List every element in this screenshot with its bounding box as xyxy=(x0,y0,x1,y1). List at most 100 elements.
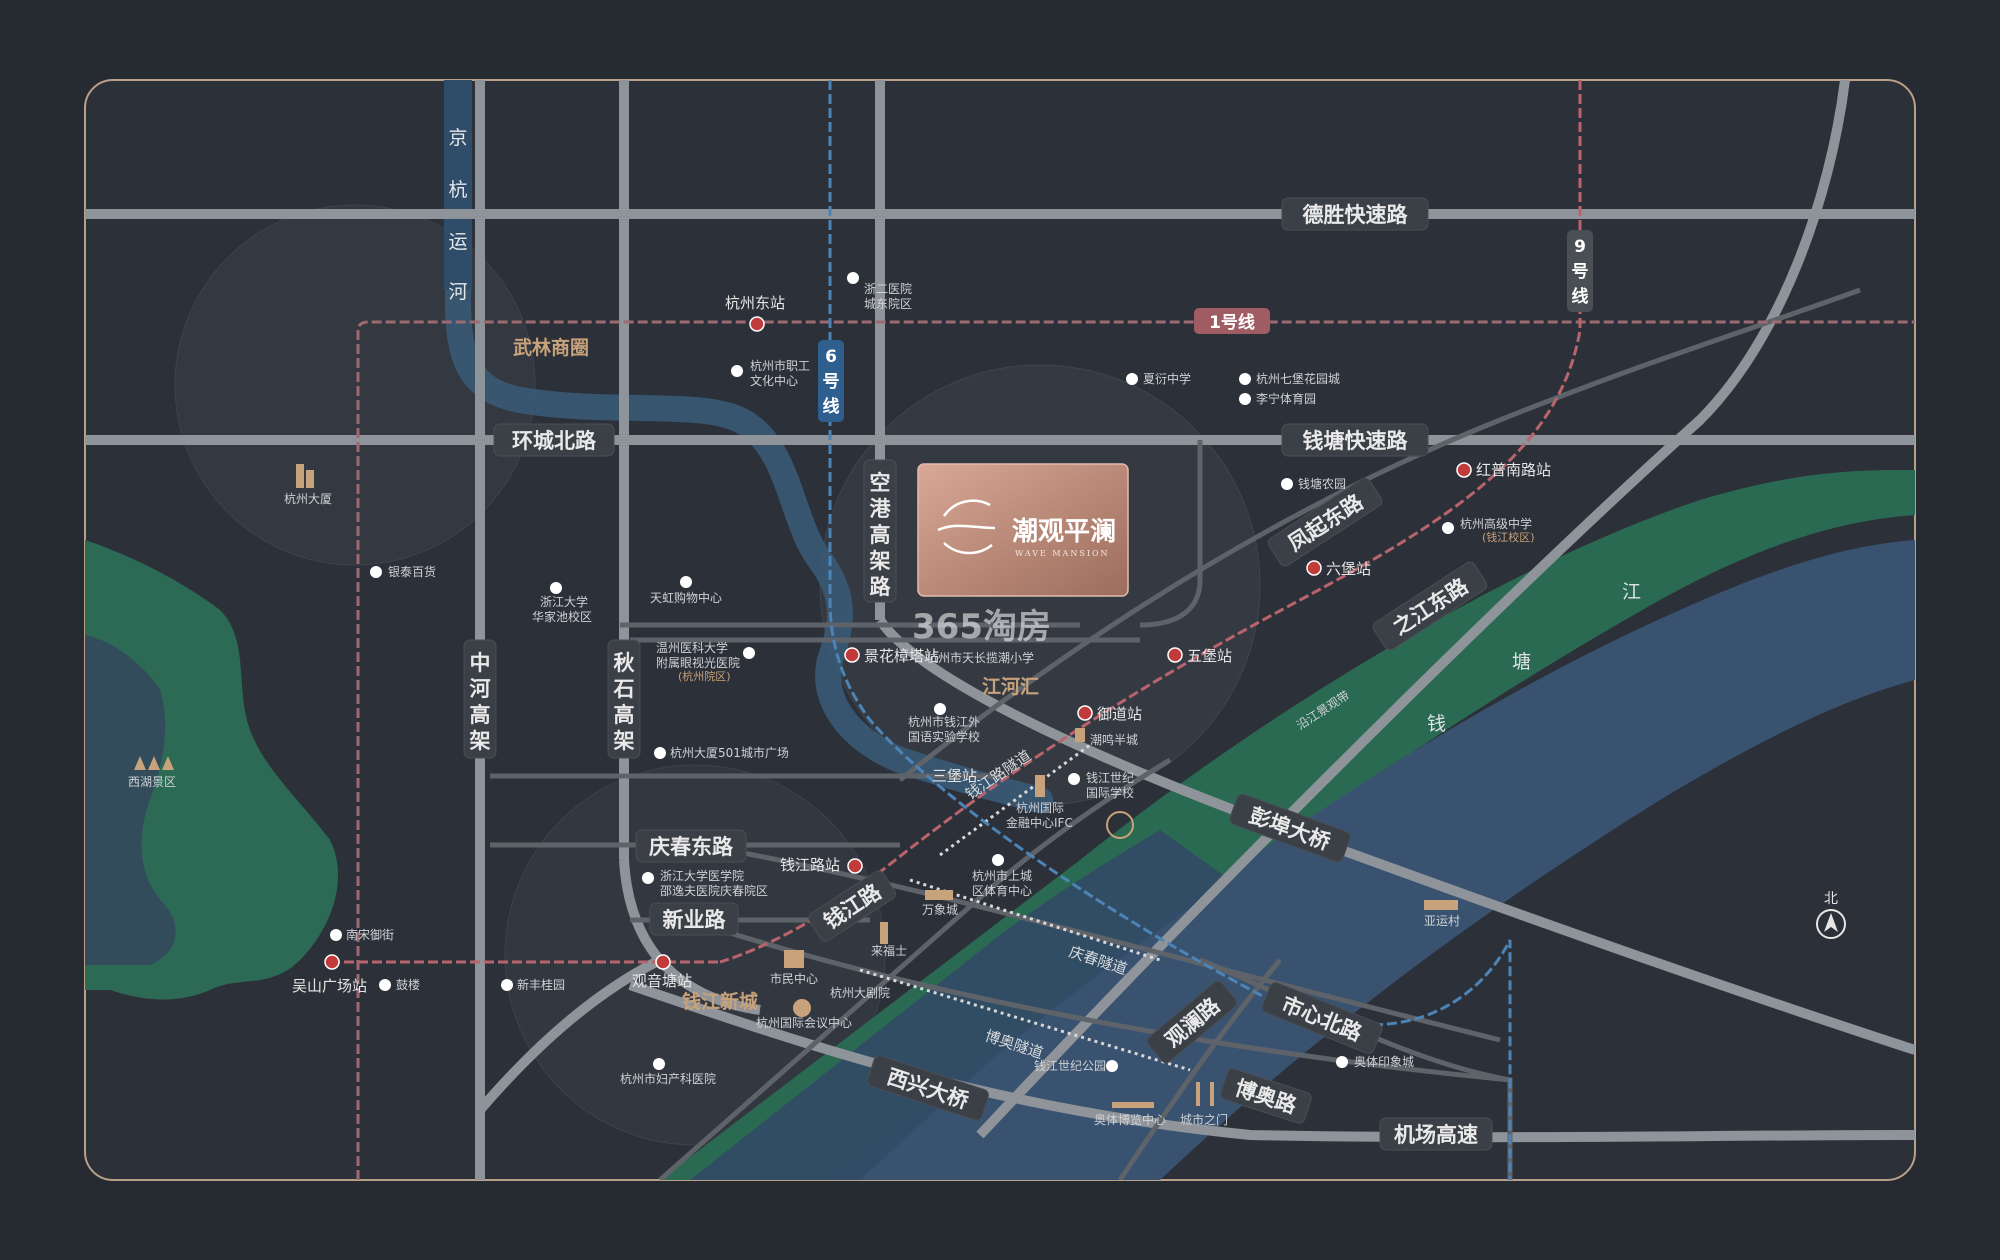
poi-label: 杭州市钱江外 xyxy=(908,714,980,729)
svg-text:架: 架 xyxy=(614,729,635,753)
road-label-qingchun: 庆春东路 xyxy=(635,829,747,863)
poi-label: 区体育中心 xyxy=(972,883,1032,898)
north-arrow-icon xyxy=(1824,913,1838,932)
svg-text:空: 空 xyxy=(870,471,891,495)
metro-label-line1: 1号线 xyxy=(1194,308,1270,334)
road-label-qiushi: 秋 石 高 架 xyxy=(607,639,641,759)
poi-label: 夏衍中学 xyxy=(1143,371,1191,386)
canal-char: 运 xyxy=(448,231,467,253)
metro-line-6 xyxy=(828,80,1512,1180)
road-label-zhonghe: 中 河 高 架 xyxy=(463,639,497,759)
station-label: 红普南路站 xyxy=(1476,461,1551,479)
station-marker xyxy=(1077,705,1093,721)
svg-text:1号线: 1号线 xyxy=(1209,312,1255,333)
building-icon xyxy=(306,470,314,488)
svg-text:高: 高 xyxy=(870,523,891,547)
poi-label: 城市之门 xyxy=(1180,1112,1228,1127)
road-label-konggang: 空 港 高 架 路 xyxy=(863,459,897,603)
poi-label: 天虹购物中心 xyxy=(650,590,722,605)
west-lake-water xyxy=(85,635,176,965)
station-marker xyxy=(749,316,765,332)
poi-label: 万象城 xyxy=(922,903,958,917)
svg-text:路: 路 xyxy=(870,575,892,599)
metro-line-1 xyxy=(356,320,1915,1180)
poi-label: 亚运村 xyxy=(1424,914,1460,928)
station-marker xyxy=(847,858,863,874)
canal-char: 杭 xyxy=(448,179,467,201)
poi-marker xyxy=(654,747,666,759)
poi-label: 钱塘农园 xyxy=(1298,476,1346,491)
poi-marker xyxy=(642,872,654,884)
building-icon xyxy=(793,999,811,1017)
river-char: 塘 xyxy=(1512,651,1531,673)
fengqi-road xyxy=(898,287,1861,782)
qianjiang-tunnel-line xyxy=(939,743,1091,857)
poi-marker xyxy=(934,703,946,715)
svg-text:架: 架 xyxy=(470,729,491,753)
poi-marker xyxy=(501,979,513,991)
svg-text:河: 河 xyxy=(470,677,491,701)
poi-label: 钱江世纪 xyxy=(1086,770,1134,785)
building-icon xyxy=(1075,728,1085,742)
poi-label: 杭州大厦 xyxy=(284,491,332,506)
poi-marker xyxy=(680,576,692,588)
poi-label: (钱江校区) xyxy=(1482,530,1535,544)
svg-text:线: 线 xyxy=(823,396,840,417)
poi-marker xyxy=(1442,522,1454,534)
svg-text:机场高速: 机场高速 xyxy=(1394,1123,1478,1147)
poi-label: 杭州国际 xyxy=(1016,800,1064,815)
poi-marker xyxy=(992,854,1004,866)
poi-label: 杭州高级中学 xyxy=(1460,516,1532,531)
station-label: 观音塘站 xyxy=(632,972,692,990)
poi-label: 杭州市上城 xyxy=(972,868,1032,883)
poi-label: 新丰桂园 xyxy=(517,977,565,992)
poi-label: 鼓楼 xyxy=(396,977,420,992)
district-label: 江河汇 xyxy=(982,676,1039,698)
poi-label: 杭州市天长揽潮小学 xyxy=(926,650,1034,665)
svg-text:德胜快速路: 德胜快速路 xyxy=(1303,203,1409,227)
northeast-expressway xyxy=(976,80,1850,1139)
poi-marker xyxy=(1106,1060,1118,1072)
poi-label: 杭州七堡花园城 xyxy=(1256,371,1340,386)
svg-text:号: 号 xyxy=(1572,262,1589,282)
poi-marker xyxy=(1239,373,1251,385)
poi-label: 国际学校 xyxy=(1086,785,1134,800)
poi-marker xyxy=(653,1058,665,1070)
svg-text:港: 港 xyxy=(870,497,892,521)
poi-marker xyxy=(1126,373,1138,385)
boao-road xyxy=(1117,958,1282,1180)
grand-canal-upper xyxy=(444,80,472,290)
poi-label: 国语实验学校 xyxy=(908,729,980,744)
poi-label: 金融中心IFC xyxy=(1006,815,1073,830)
station-label: 景花樟塔站 xyxy=(864,647,939,665)
building-icon xyxy=(1112,1102,1154,1108)
local-road xyxy=(1139,440,1203,628)
svg-text:架: 架 xyxy=(870,549,891,573)
district-label: 钱江新城 xyxy=(682,990,758,1013)
qiantang-river-dark xyxy=(690,830,1230,1180)
poi-label: 钱江世纪公园 xyxy=(1034,1058,1106,1073)
poi-label: 杭州国际会议中心 xyxy=(756,1015,852,1030)
poi-label: 城东院区 xyxy=(864,297,912,311)
poi-marker xyxy=(1068,773,1080,785)
project-card[interactable]: 潮观平澜 WAVE MANSION xyxy=(917,463,1129,597)
poi-label: 文化中心 xyxy=(750,373,798,388)
svg-text:新业路: 新业路 xyxy=(663,908,727,932)
poi-label: 李宁体育园 xyxy=(1256,391,1316,406)
svg-text:高: 高 xyxy=(470,703,491,727)
station-label: 五堡站 xyxy=(1187,647,1232,665)
poi-marker xyxy=(731,365,743,377)
svg-text:中: 中 xyxy=(470,651,491,675)
poi-label: 华家池校区 xyxy=(532,609,592,624)
qiushi-curve xyxy=(619,859,761,1015)
poi-label: 浙江大学医学院 xyxy=(660,868,744,883)
svg-text:6: 6 xyxy=(825,347,837,367)
poi-marker xyxy=(1239,393,1251,405)
grand-canal xyxy=(445,80,1053,813)
station-marker xyxy=(844,647,860,663)
station-label: 六堡站 xyxy=(1326,560,1371,578)
watermark: 365淘房 xyxy=(912,607,1051,647)
poi-marker xyxy=(379,979,391,991)
station-label: 钱江路站 xyxy=(780,856,840,874)
